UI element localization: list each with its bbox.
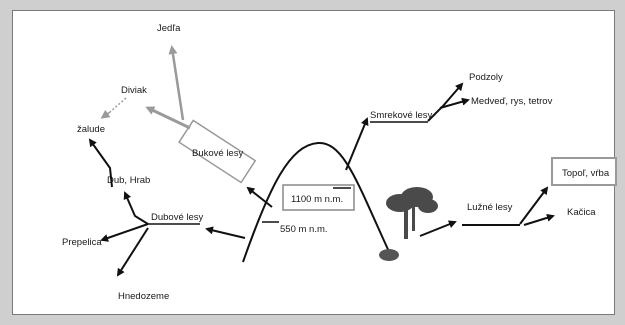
arrow-to-luzne (419, 220, 457, 237)
hnedozeme-label: Hnedozeme (118, 291, 169, 302)
arrow-to-kacica (523, 213, 555, 226)
arrow-to-zalude (88, 138, 113, 188)
dubove-lesy-label: Dubové lesy (151, 212, 204, 223)
arrow-to-smrekove (345, 117, 369, 171)
topol-box (551, 157, 617, 186)
zalude-label: žalude (77, 124, 105, 135)
arrow-diviak-dotted2 (100, 109, 111, 119)
prepelica-label: Prepelica (62, 237, 102, 248)
height-top-label: 1100 m n.m. (291, 194, 343, 205)
kacica-label: Kačica (567, 207, 596, 218)
height-low-label: 550 m n.m. (280, 224, 328, 235)
arrow-mountain-to-beech (246, 186, 273, 208)
smrekove-lesy-label: Smrekové lesy (370, 110, 433, 121)
diagram-canvas (12, 10, 615, 315)
arrow-to-prepelica (100, 223, 149, 242)
arrow-to-hnedozeme (116, 227, 149, 277)
arrow-jedla (168, 45, 185, 121)
arrow-to-topol (519, 186, 549, 225)
bukove-lesy-label: Bukové lesy (192, 148, 243, 159)
arrow-to-podzoly (427, 82, 464, 122)
height-top-box (282, 184, 355, 211)
jedla-label: Jedľa (157, 23, 181, 34)
tree-icon (379, 187, 438, 261)
dub-hrab-label: Dub, Hrab (107, 175, 150, 186)
podzoly-label: Podzoly (469, 72, 503, 83)
arrow-to-dubove (205, 226, 246, 239)
bukove-lesy-box (178, 119, 257, 184)
arrow-dub-branch (123, 191, 149, 225)
arrow-diviak-dotted (109, 97, 127, 113)
diviak-label: Diviak (121, 85, 147, 96)
luzne-lesy-label: Lužné lesy (467, 202, 513, 213)
topol-label: Topoľ, vŕba (562, 168, 610, 179)
arrow-beech-left (145, 106, 191, 130)
arrow-to-medved (439, 97, 470, 109)
medved-label: Medveď, rys, tetrov (471, 96, 553, 107)
